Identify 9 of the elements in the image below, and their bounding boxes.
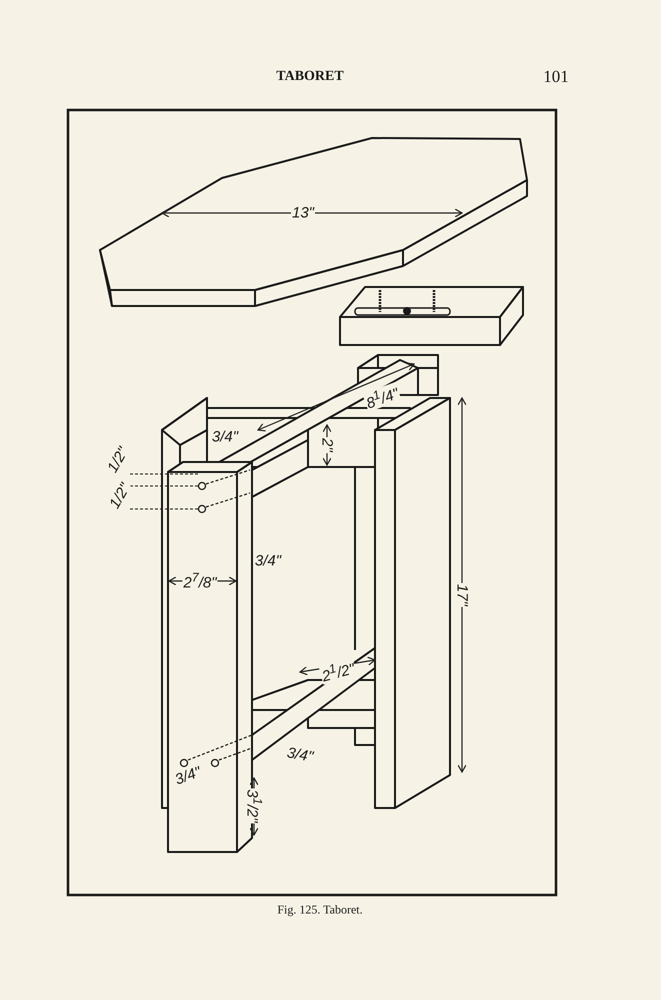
dimension-label: 13" xyxy=(291,206,315,220)
dimension-label: 2" xyxy=(320,437,334,453)
page-number: 101 xyxy=(543,67,569,87)
dimension-label: 2$^{7}$/8" xyxy=(182,572,218,590)
dimension-label: 3/4" xyxy=(210,430,240,444)
dimension-label: 3/4" xyxy=(254,554,282,568)
dimension-label: 17" xyxy=(454,583,470,607)
figure-caption: Fig. 125. Taboret. xyxy=(277,902,363,918)
page-header: TABORET xyxy=(276,69,344,85)
